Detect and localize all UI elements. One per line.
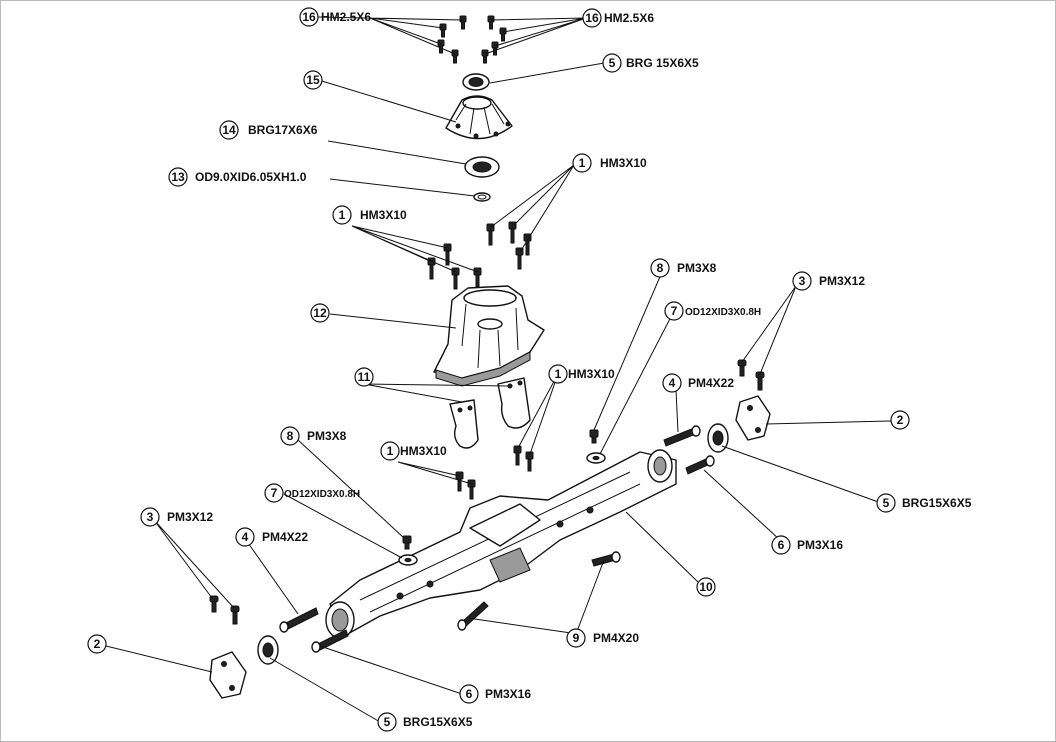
callout-text: BRG 15X6X5 [626,56,699,70]
callout-text: HM2.5X6 [321,10,371,24]
callout-text: PM3X12 [167,510,213,524]
callout-number: 2 [897,413,904,427]
callout-16a: 16 HM2.5X6 [299,7,371,27]
screw-group-hm3x10-upper [427,221,532,290]
callout-number: 10 [699,580,713,594]
callout-number: 1 [555,367,562,381]
callout-text: PM4X22 [262,530,308,544]
callout-number: 13 [171,170,185,184]
callout-10: 10 [696,577,716,597]
callout-text: PM3X16 [797,538,843,552]
callout-9: 9 PM4X20 [566,628,639,648]
callout-number: 8 [657,261,664,275]
bearing-14 [464,156,500,178]
callout-number: 12 [313,306,327,320]
callout-number: 6 [466,687,473,701]
callout-11: 11 [354,367,374,387]
callout-text: PM3X12 [819,274,865,288]
callout-number: 2 [94,637,101,651]
callout-text: HM3X10 [400,444,447,458]
callout-1a: 1 HM3X10 [572,153,647,173]
callout-number: 14 [222,123,236,137]
callout-number: 1 [579,156,586,170]
callout-7a: 7 OD12XID3X0.8H [664,301,761,321]
callout-3a: 3 PM3X12 [140,507,213,527]
callout-1c: 1 HM3X10 [548,364,615,384]
callout-text: HM3X10 [360,208,407,222]
callout-number: 3 [799,274,806,288]
callout-number: 16 [585,11,599,25]
callout-number: 5 [384,715,391,729]
callout-6b: 6 PM3X16 [459,684,531,704]
callout-number: 5 [883,496,890,510]
callout-text: PM3X8 [677,261,717,275]
shim-13 [473,192,491,202]
callout-text: HM2.5X6 [604,11,654,25]
callout-text: BRG15X6X5 [902,496,972,510]
c-hub-carriers [209,395,771,699]
callout-8a: 8 PM3X8 [650,258,717,278]
callout-number: 16 [302,10,316,24]
callout-12: 12 [310,303,330,323]
callout-number: 4 [669,376,676,390]
callout-number: 4 [242,530,249,544]
callout-4b: 4 PM4X22 [662,373,734,393]
callout-13: 13 OD9.0XID6.05XH1.0 [168,167,307,187]
callout-15: 15 [303,70,323,90]
callout-1b: 1 HM3X10 [332,205,407,225]
callout-text: BRG17X6X6 [248,123,318,137]
callout-number: 1 [339,208,346,222]
callout-number: 15 [306,73,320,87]
callout-14: 14 BRG17X6X6 [219,120,318,140]
side-bearings [257,423,729,665]
callout-5-bottom: 5 BRG15X6X5 [377,712,473,732]
callout-7b: 7 OD12XID3X0.8H [264,483,360,503]
axle-housing-10 [325,449,677,639]
callout-1d: 1 HM3X10 [380,441,447,461]
bearing-caps-11 [449,377,531,449]
callout-4a: 4 PM4X22 [235,527,308,547]
callout-text: OD12XID3X0.8H [685,307,761,318]
screw-group-hm3x10-lower [455,445,534,500]
callout-text: OD12XID3X0.8H [284,489,360,500]
diff-housing-12 [433,285,545,387]
callout-16b: 16 HM2.5X6 [582,8,654,28]
callout-text: HM3X10 [600,156,647,170]
callout-number: 8 [287,429,294,443]
callout-8b: 8 PM3X8 [280,426,347,446]
callout-5-right: 5 BRG15X6X5 [876,493,972,513]
callout-text: HM3X10 [568,367,615,381]
callout-number: 9 [573,631,580,645]
callout-number: 5 [609,56,616,70]
callout-text: OD9.0XID6.05XH1.0 [195,170,307,184]
callout-2b: 2 [890,410,910,430]
callout-5-top: 5 BRG 15X6X5 [602,53,699,73]
callout-text: PM3X8 [307,429,347,443]
callout-text: PM4X22 [688,376,734,390]
callout-text: BRG15X6X5 [403,715,473,729]
callout-number: 1 [387,444,394,458]
callout-6a: 6 PM3X16 [771,535,843,555]
bearing-top [462,73,490,91]
screw-group-hm2-5x6 [437,15,507,64]
top-cap [445,95,513,140]
callout-number: 6 [778,538,785,552]
washer-and-screw-set [398,429,606,566]
callout-text: PM3X16 [485,687,531,701]
callout-number: 7 [271,486,278,500]
callout-number: 11 [358,370,371,384]
screw-pair-pm3x12 [209,359,765,625]
callout-number: 3 [147,510,154,524]
callout-3b: 3 PM3X12 [792,271,865,291]
callout-2a: 2 [87,634,107,654]
callout-number: 7 [671,304,678,318]
callout-text: PM4X20 [593,631,639,645]
leader-lines [105,16,893,723]
